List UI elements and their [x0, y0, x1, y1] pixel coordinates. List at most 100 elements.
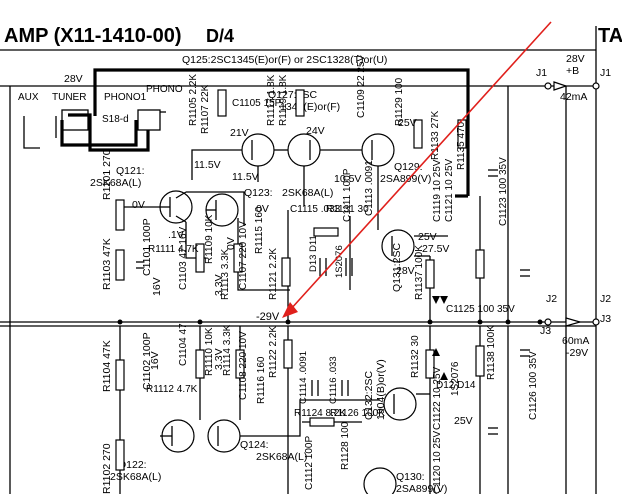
svg-text:11.5V: 11.5V	[194, 159, 221, 171]
rail-label-28v: 28V	[64, 73, 83, 85]
top-component-labels: R1101 270 R1103 47K C1101 100P R1111 4.7…	[101, 54, 515, 315]
q129-type: 2SA899(V)	[380, 173, 431, 185]
svg-text:J2: J2	[546, 293, 557, 305]
bottom-passives	[115, 339, 530, 471]
q123-ref: Q123:	[244, 187, 273, 199]
svg-text:R1126 100K: R1126 100K	[330, 408, 385, 419]
svg-text:.1V: .1V	[168, 229, 184, 241]
q121-type: 2SK68A(L)	[90, 177, 141, 189]
svg-text:1S2076: 1S2076	[334, 245, 345, 278]
svg-text:J3: J3	[540, 325, 551, 337]
q130-type: 2SA899(V)	[396, 483, 447, 494]
svg-text:42mA: 42mA	[560, 91, 587, 103]
q121-fet	[159, 190, 193, 224]
top-channel-wiring	[120, 86, 567, 322]
bottom-component-labels: R1102 270 R1104 47K C1102 100P R1112 4.7…	[101, 323, 539, 494]
sheet-number: D/4	[206, 26, 234, 46]
svg-text:R1138 100K: R1138 100K	[486, 325, 497, 380]
svg-text:R1109 10K: R1109 10K	[204, 214, 215, 264]
annotation-arrow-head	[282, 302, 298, 318]
svg-text:0V: 0V	[132, 199, 145, 211]
power-bus	[0, 68, 596, 327]
svg-text:1S2076: 1S2076	[450, 361, 461, 396]
svg-text:21V: 21V	[230, 127, 249, 139]
svg-text:R1133 27K: R1133 27K	[430, 110, 441, 160]
q127-type: 1345(E)or(F)	[280, 101, 340, 113]
input-tuner-label: TUNER	[52, 92, 86, 103]
q122-fet	[160, 419, 195, 453]
svg-text:C1101 100P: C1101 100P	[141, 218, 153, 276]
svg-text:R1104 47K: R1104 47K	[101, 340, 113, 392]
svg-text:C1122 10 25V: C1122 10 25V	[432, 366, 443, 430]
svg-text:R1124 8.2K: R1124 8.2K	[294, 408, 346, 419]
svg-text:C1104 47: C1104 47	[178, 323, 189, 366]
next-sheet-fragment: TA	[598, 25, 622, 47]
top-voltage-labels: .1V 0V 0V 11.5V 11.5V 21V 24V 10.5V 25V …	[132, 117, 449, 296]
svg-text:10.5V: 10.5V	[334, 173, 361, 185]
svg-text:R1103 47K: R1103 47K	[101, 238, 113, 290]
svg-text:C1115 .033: C1115 .033	[290, 204, 341, 215]
svg-text:R1105 2.2K: R1105 2.2K	[188, 74, 199, 126]
q132-ref: Q132:2SC	[363, 371, 375, 420]
svg-text:R1110 10K: R1110 10K	[204, 327, 215, 376]
q132-transistor	[383, 387, 417, 421]
rail-junction-dots	[117, 319, 543, 325]
q132-type: 1904(B)or(V)	[375, 359, 387, 420]
q123-type: 2SK68A(L)	[282, 187, 333, 199]
svg-text:R1117 1.8K: R1117 1.8K	[266, 74, 277, 126]
svg-text:-29V: -29V	[566, 347, 588, 359]
svg-text:R1132 30: R1132 30	[410, 335, 421, 378]
q124-type: 2SK68A(L)	[256, 451, 307, 463]
svg-text:R1114 3.3K: R1114 3.3K	[222, 324, 233, 376]
svg-text:C1103 47 16V: C1103 47 16V	[178, 226, 189, 290]
svg-text:C1121 10 25V: C1121 10 25V	[444, 158, 455, 222]
svg-text:R1122 2.2K: R1122 2.2K	[268, 326, 279, 378]
svg-text:R1102 270: R1102 270	[101, 443, 113, 494]
right-connector-block: 28V +B 42mA J1 J1 J2 J2 J3 J3 60mA -29V	[536, 53, 611, 359]
input-phono1-label: PHONO1	[104, 92, 147, 103]
svg-text:R1128 100: R1128 100	[340, 421, 351, 470]
q122-ref: Q122:	[118, 459, 147, 471]
svg-text:R1107 22K: R1107 22K	[200, 84, 211, 134]
svg-text:27.5V: 27.5V	[422, 243, 449, 255]
svg-text:0V: 0V	[225, 237, 237, 250]
svg-text:3.3V: 3.3V	[213, 348, 225, 370]
neg-rail-label: -29V	[256, 311, 280, 323]
svg-text:R1112 4.7K: R1112 4.7K	[146, 384, 198, 395]
svg-text:3.3V: 3.3V	[213, 274, 225, 296]
svg-text:R1135 470: R1135 470	[456, 121, 467, 170]
svg-text:C1107 220 10V: C1107 220 10V	[238, 221, 249, 290]
svg-text:J3: J3	[600, 313, 611, 325]
svg-text:J2: J2	[600, 293, 611, 305]
q122-type: 2SK68A(L)	[110, 471, 161, 483]
svg-text:C1126 100 35V: C1126 100 35V	[528, 351, 539, 420]
q130-ref: Q130:	[396, 471, 425, 483]
q121-ref: Q121:	[116, 165, 145, 177]
input-aux-label: AUX	[18, 92, 39, 103]
svg-text:J1: J1	[536, 67, 547, 79]
svg-text:C1119 10 25V: C1119 10 25V	[432, 159, 443, 222]
q131-ref: Q131:2SC	[391, 243, 403, 292]
svg-text:R1116 160: R1116 160	[256, 356, 267, 404]
svg-text:C1120 10 25V: C1120 10 25V	[432, 430, 443, 494]
svg-text:0V: 0V	[256, 203, 269, 215]
svg-text:C1123 100 35V: C1123 100 35V	[498, 157, 509, 226]
svg-text:24V: 24V	[306, 125, 325, 137]
svg-text:R1119 1.8K: R1119 1.8K	[278, 74, 289, 126]
svg-text:11.5V: 11.5V	[232, 171, 259, 183]
svg-text:C1109 22 25V: C1109 22 25V	[356, 54, 367, 118]
q130-transistor	[363, 467, 397, 494]
q129-ref: Q129:	[394, 161, 423, 173]
svg-text:C1105 15P: C1105 15P	[232, 98, 282, 109]
svg-text:J1: J1	[600, 67, 611, 79]
svg-text:R1115 160: R1115 160	[254, 206, 265, 254]
svg-text:28V: 28V	[566, 53, 585, 65]
svg-text:R1111 4.7K: R1111 4.7K	[148, 244, 199, 255]
svg-text:R1101 270: R1101 270	[101, 149, 113, 200]
svg-text:25V: 25V	[398, 117, 417, 129]
svg-text:C1113 .0091: C1113 .0091	[364, 160, 375, 216]
svg-text:25V: 25V	[454, 415, 473, 427]
svg-text:+B: +B	[566, 65, 579, 77]
